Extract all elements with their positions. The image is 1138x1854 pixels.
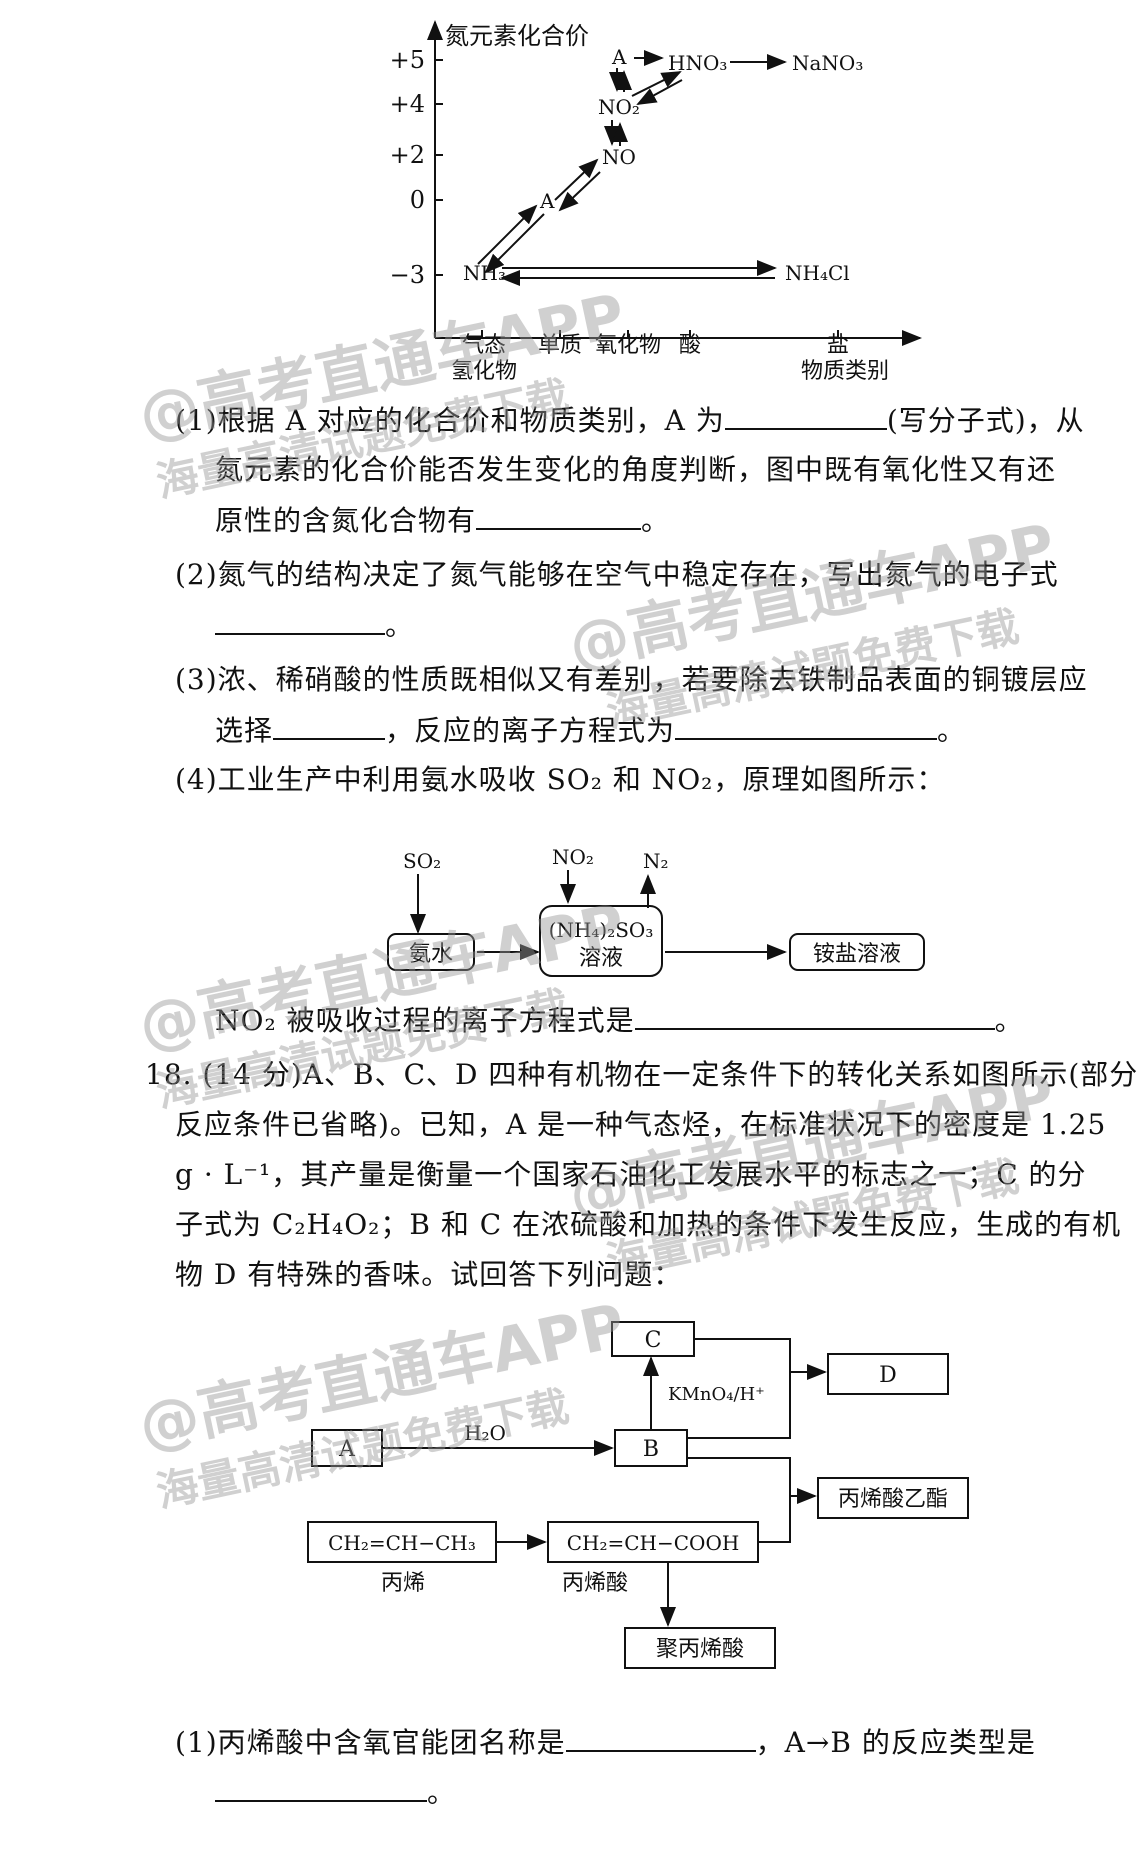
node-hno3: HNO₃ (668, 51, 727, 75)
q18-line1: 18. (14 分)A、B、C、D 四种有机物在一定条件下的转化关系如图所示(部… (145, 1058, 1138, 1091)
flow-no2-label: NO₂ (552, 845, 594, 869)
q17-part1-line2: 氮元素的化合价能否发生变化的角度判断，图中既有氧化性又有还 (215, 453, 1057, 486)
q17-part1-line1: (1)根据 A 对应的化合价和物质类别，A 为(写分子式)，从 (175, 400, 1085, 441)
flow-so2-label: SO₂ (403, 849, 441, 873)
y-tick: 0 (410, 186, 425, 214)
node-a-top: A (611, 45, 627, 69)
flow-n2-label: N₂ (643, 849, 669, 873)
answer-blank[interactable] (675, 710, 938, 740)
nitrogen-valence-chart: 氮元素化合价 +5 +4 +2 0 −3 气态 氢化物 单质 氧化物 酸 盐 物… (390, 20, 922, 384)
y-tick: +2 (390, 141, 425, 169)
q18-part1-line2: 。 (215, 1772, 456, 1813)
q17-part3-line1: (3)浓、稀硝酸的性质既相似又有差别，若要除去铁制品表面的铜镀层应 (175, 663, 1088, 696)
y-tick: +4 (390, 90, 425, 118)
propene-formula: CH₂=CH−CH₃ (328, 1531, 476, 1555)
node-polyacrylic-acid: 聚丙烯酸 (656, 1637, 744, 1662)
q17-part2-line1: (2)氮气的结构决定了氮气能够在空气中稳定存在，写出氮气的电子式 (175, 558, 1059, 591)
answer-blank[interactable] (215, 1772, 427, 1802)
q18-line2: 反应条件已省略)。已知，A 是一种气态烃，在标准状况下的密度是 1.25 (175, 1108, 1107, 1141)
answer-blank[interactable] (565, 1722, 756, 1752)
x-tick: 单质 (538, 333, 582, 358)
q17-part1-line3: 原性的含氮化合物有。 (215, 500, 670, 541)
q17-part3-line2: 选择，反应的离子方程式为。 (215, 710, 966, 751)
absorption-flow-diagram: SO₂ NO₂ N₂ 氨水 (NH₄)₂SO₃ 溶液 铵盐溶液 (387, 845, 925, 977)
node-no2: NO₂ (598, 95, 640, 119)
q18-line4: 子式为 C₂H₄O₂；B 和 C 在浓硫酸和加热的条件下发生反应，生成的有机 (175, 1208, 1122, 1241)
y-tick: +5 (390, 46, 425, 74)
q18-part1-line1: (1)丙烯酸中含氧官能团名称是，A→B 的反应类型是 (175, 1722, 1036, 1763)
node-d: D (879, 1363, 897, 1388)
node-nh4cl: NH₄Cl (785, 261, 850, 285)
acrylic-acid-formula: CH₂=CH−COOH (567, 1531, 740, 1555)
node-no: NO (602, 145, 636, 169)
node-ethyl-acrylate: 丙烯酸乙酯 (838, 1487, 948, 1512)
h2o-label: H₂O (464, 1421, 506, 1445)
answer-blank[interactable] (634, 1000, 995, 1030)
x-tick: 氢化物 (451, 359, 517, 384)
y-axis-label: 氮元素化合价 (445, 22, 589, 50)
node-a: A (338, 1437, 356, 1462)
q17-part2-line2: 。 (215, 605, 414, 646)
q17-part4-question: NO₂ 被吸收过程的离子方程式是。 (215, 1000, 1024, 1041)
node-nano3: NaNO₃ (792, 51, 863, 75)
flow-box-ammonia: 氨水 (409, 942, 453, 967)
y-tick: −3 (390, 261, 425, 289)
node-a-mid: A (539, 189, 555, 213)
answer-blank[interactable] (724, 400, 887, 430)
answer-blank[interactable] (476, 500, 642, 530)
node-b: B (643, 1437, 659, 1462)
propene-name: 丙烯 (381, 1571, 425, 1596)
flow-box-ammonium-salt: 铵盐溶液 (813, 942, 901, 967)
flow-box-sulfite-l1: (NH₄)₂SO₃ (549, 918, 654, 942)
x-tick: 酸 (679, 333, 701, 358)
x-tick: 氧化物 (595, 333, 661, 358)
acrylic-acid-name: 丙烯酸 (562, 1571, 628, 1596)
x-tick: 盐 (827, 333, 849, 358)
node-c: C (645, 1328, 662, 1353)
x-tick: 气态 (462, 333, 506, 358)
q18-line3: g · L⁻¹，其产量是衡量一个国家石油化工发展水平的标志之一；C 的分 (175, 1158, 1087, 1191)
x-axis-label: 物质类别 (801, 359, 889, 384)
flow-box-sulfite-l2: 溶液 (579, 946, 623, 971)
kmno4-label: KMnO₄/H⁺ (668, 1384, 765, 1405)
node-nh3: NH₃ (463, 261, 506, 285)
answer-blank[interactable] (273, 710, 386, 740)
organic-conversion-diagram: C D A B H₂O KMnO₄/H⁺ 丙烯酸乙酯 CH₂=CH−CH₃ 丙烯… (307, 1321, 969, 1669)
q18-line5: 物 D 有特殊的香味。试回答下列问题： (175, 1258, 683, 1291)
answer-blank[interactable] (215, 605, 385, 635)
q17-part4-line1: (4)工业生产中利用氨水吸收 SO₂ 和 NO₂，原理如图所示： (175, 763, 946, 796)
